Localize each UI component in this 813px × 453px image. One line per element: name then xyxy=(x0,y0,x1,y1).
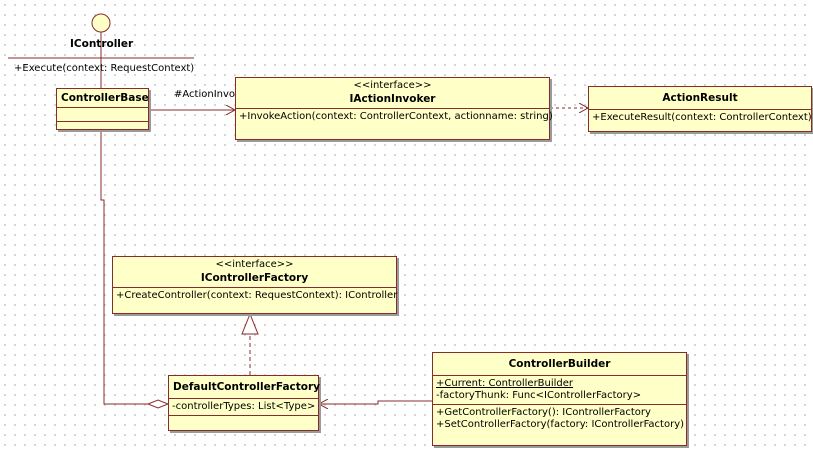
icontroller-lollipop-circle xyxy=(91,13,111,33)
iaction-invoker-operation: +InvokeAction(context: ControllerContext… xyxy=(239,111,553,122)
icontroller-factory-stereotype: <<interface>> xyxy=(215,259,294,270)
realization-triangle xyxy=(241,312,259,335)
controller-base-attributes xyxy=(57,108,148,122)
aggregation-diamond xyxy=(146,399,170,409)
default-factory-attributes: -controllerTypes: List<Type> xyxy=(169,399,318,416)
controller-builder-attribute-factory-thunk: -factoryThunk: Func<IControllerFactory> xyxy=(436,390,642,401)
controller-builder-attributes: +Current: ControllerBuilder -factoryThun… xyxy=(433,376,686,405)
iaction-invoker-header: <<interface>> IActionInvoker xyxy=(236,78,549,109)
factory-aggregation xyxy=(100,130,148,405)
icontroller-operation: +Execute(context: RequestContext) xyxy=(14,63,195,74)
default-factory-header: DefaultControllerFactory xyxy=(169,376,321,399)
controller-builder-name: ControllerBuilder xyxy=(508,358,611,370)
icontroller-name: IController xyxy=(70,38,134,50)
controller-base-header: ControllerBase xyxy=(57,89,149,108)
iaction-invoker-stereotype: <<interface>> xyxy=(353,80,432,91)
iaction-invoker-class[interactable]: <<interface>> IActionInvoker +InvokeActi… xyxy=(235,77,553,140)
icontroller-factory-operations: +CreateController(context: RequestContex… xyxy=(113,288,398,304)
controller-base-name: ControllerBase xyxy=(61,92,149,104)
action-result-header: ActionResult xyxy=(589,87,811,110)
controller-base-operations xyxy=(57,122,148,135)
action-result-class[interactable]: ActionResult +ExecuteResult(context: Con… xyxy=(588,86,812,132)
icontroller-factory-operation: +CreateController(context: RequestContex… xyxy=(116,290,398,301)
icontroller-factory-name: IControllerFactory xyxy=(200,272,309,284)
icontroller-factory-class[interactable]: <<interface>> IControllerFactory +Create… xyxy=(112,256,397,314)
controller-builder-header: ControllerBuilder xyxy=(433,353,686,376)
action-result-name: ActionResult xyxy=(662,92,738,104)
controller-builder-operation-get: +GetControllerFactory(): IControllerFact… xyxy=(436,407,651,418)
controller-builder-attribute-current: +Current: ControllerBuilder xyxy=(436,378,574,389)
iaction-invoker-operations: +InvokeAction(context: ControllerContext… xyxy=(236,109,553,125)
controller-base-class[interactable]: ControllerBase xyxy=(56,88,149,130)
iaction-invoker-name: IActionInvoker xyxy=(349,93,436,105)
icontroller-factory-header: <<interface>> IControllerFactory xyxy=(113,257,396,288)
default-controller-factory-class[interactable]: DefaultControllerFactory -controllerType… xyxy=(168,375,321,431)
builder-association xyxy=(319,401,432,404)
default-factory-attribute: -controllerTypes: List<Type> xyxy=(172,401,316,412)
association-label: #ActionInvoker xyxy=(174,89,251,100)
action-result-operations: +ExecuteResult(context: ControllerContex… xyxy=(589,110,812,126)
controller-builder-operation-set: +SetControllerFactory(factory: IControll… xyxy=(436,419,685,430)
action-result-operation: +ExecuteResult(context: ControllerContex… xyxy=(592,112,812,123)
controller-builder-operations: +GetControllerFactory(): IControllerFact… xyxy=(433,405,686,433)
controller-builder-class[interactable]: ControllerBuilder +Current: ControllerBu… xyxy=(432,352,687,446)
default-factory-operations xyxy=(169,416,318,428)
default-factory-name: DefaultControllerFactory xyxy=(173,381,321,393)
